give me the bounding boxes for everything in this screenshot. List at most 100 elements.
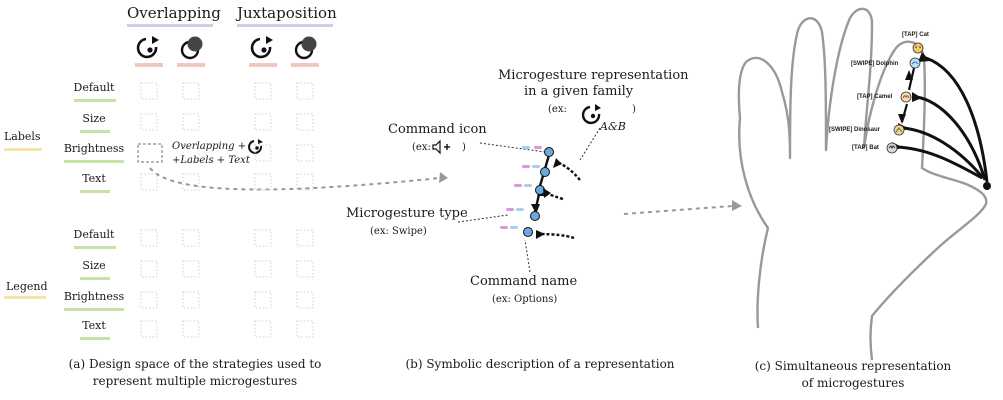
grid-cell <box>254 144 272 162</box>
grid-cell <box>140 173 158 191</box>
representation-example-close: ) <box>632 104 636 115</box>
chain-arrowhead <box>531 204 540 214</box>
microgesture-node <box>540 167 550 177</box>
row-label-brightness: Brightness <box>63 290 125 303</box>
grid-cell <box>296 320 314 338</box>
icon-underline <box>291 63 319 67</box>
grid-cell <box>140 260 158 278</box>
command-label-camel: [TAP] Camel <box>857 94 893 100</box>
row-underline <box>80 277 110 280</box>
row-label-text: Text <box>82 319 106 332</box>
icon-underline <box>135 63 163 67</box>
rotate-gesture-icon <box>250 36 273 59</box>
row-label-text: Text <box>82 172 106 185</box>
icon-underline <box>249 63 277 67</box>
row-label-size: Size <box>82 259 106 272</box>
label-representation-line-2: in a given family <box>524 84 634 99</box>
grid-cell <box>254 229 272 247</box>
thumb-tip <box>983 182 991 190</box>
caption-a: (a) Design space of the strategies used … <box>50 356 340 390</box>
column-header-juxtaposition: Juxtaposition <box>237 4 337 22</box>
connector-arrow <box>149 167 441 191</box>
grid-cell <box>140 229 158 247</box>
command-label-dinosaur: [SWIPE] Dinosaur <box>829 127 881 133</box>
group-underline <box>4 148 42 151</box>
representation-example-label: A&B <box>600 120 626 133</box>
arrowhead <box>912 92 922 102</box>
grid-cell <box>182 113 200 131</box>
command-icon-example: (ex: <box>412 142 431 153</box>
overlap-circles-icon <box>294 36 317 60</box>
leader-line <box>524 239 531 273</box>
grid-cell <box>182 173 200 191</box>
camel-icon <box>900 91 912 103</box>
row-underline <box>80 337 110 340</box>
leader-line <box>479 142 546 153</box>
grid-cell <box>182 229 200 247</box>
arrowhead <box>543 188 551 198</box>
label-microgesture-type: Microgesture type <box>346 206 468 221</box>
microgesture-type-example: (ex: Swipe) <box>370 226 427 237</box>
label-command-name: Command name <box>470 274 578 289</box>
row-label-default: Default <box>73 228 115 241</box>
label-command-icon: Command icon <box>388 122 487 137</box>
label-placeholders <box>500 146 542 229</box>
label-representation-line-1: Microgesture representation <box>498 68 689 83</box>
microgesture-node <box>523 227 533 237</box>
grid-cell <box>296 173 314 191</box>
row-underline <box>64 160 124 163</box>
grid-cell <box>296 260 314 278</box>
grid-cell <box>254 173 272 191</box>
selected-cell <box>137 143 163 163</box>
grid-cell <box>254 113 272 131</box>
caption-c-line-1: (c) Simultaneous representation <box>754 359 952 373</box>
row-underline <box>74 99 116 102</box>
grid-cell <box>140 320 158 338</box>
grid-cell <box>182 144 200 162</box>
grid-cell <box>296 113 314 131</box>
annotation-line-2: +Labels + Text <box>172 155 250 166</box>
grid-cell <box>254 291 272 309</box>
row-label-brightness: Brightness <box>63 142 125 155</box>
grid-cell <box>182 320 200 338</box>
grid-cell <box>296 82 314 100</box>
group-label-legend: Legend <box>6 280 48 293</box>
hand-outline <box>737 7 988 361</box>
connector-arrow <box>623 205 733 215</box>
column-header-overlapping: Overlapping <box>127 4 221 22</box>
caption-a-line-1: (a) Design space of the strategies used … <box>68 357 322 371</box>
cat-icon <box>912 42 924 54</box>
grid-cell <box>182 291 200 309</box>
caption-c-line-2: of microgestures <box>801 376 905 390</box>
grid-cell <box>254 260 272 278</box>
grid-cell <box>182 260 200 278</box>
caption-c: (c) Simultaneous representation of micro… <box>748 358 958 392</box>
arrowhead <box>536 230 545 239</box>
grid-cell <box>140 82 158 100</box>
group-label-labels: Labels <box>4 130 41 143</box>
command-name-example: (ex: Options) <box>492 294 558 305</box>
arrowhead <box>553 158 562 168</box>
caption-b: (b) Symbolic description of a representa… <box>405 357 675 371</box>
command-icon-example-close: ) <box>462 142 466 153</box>
microgesture-node <box>530 211 540 221</box>
row-label-size: Size <box>82 112 106 125</box>
grid-cell <box>182 82 200 100</box>
icon-underline <box>177 63 205 67</box>
rotate-gesture-icon <box>581 104 601 125</box>
grid-cell <box>254 320 272 338</box>
dolphin-icon <box>909 57 921 69</box>
bat-icon <box>886 142 898 154</box>
row-label-default: Default <box>73 81 115 94</box>
arrowhead <box>918 52 930 62</box>
group-underline <box>4 296 46 299</box>
command-label-dolphin: [SWIPE] Dolphin <box>851 61 899 67</box>
connector-arrowhead <box>732 200 742 211</box>
representation-example: (ex: <box>548 104 567 115</box>
row-underline <box>64 308 124 311</box>
dinosaur-icon <box>893 124 905 136</box>
command-label-cat: [TAP] Cat <box>902 32 929 38</box>
